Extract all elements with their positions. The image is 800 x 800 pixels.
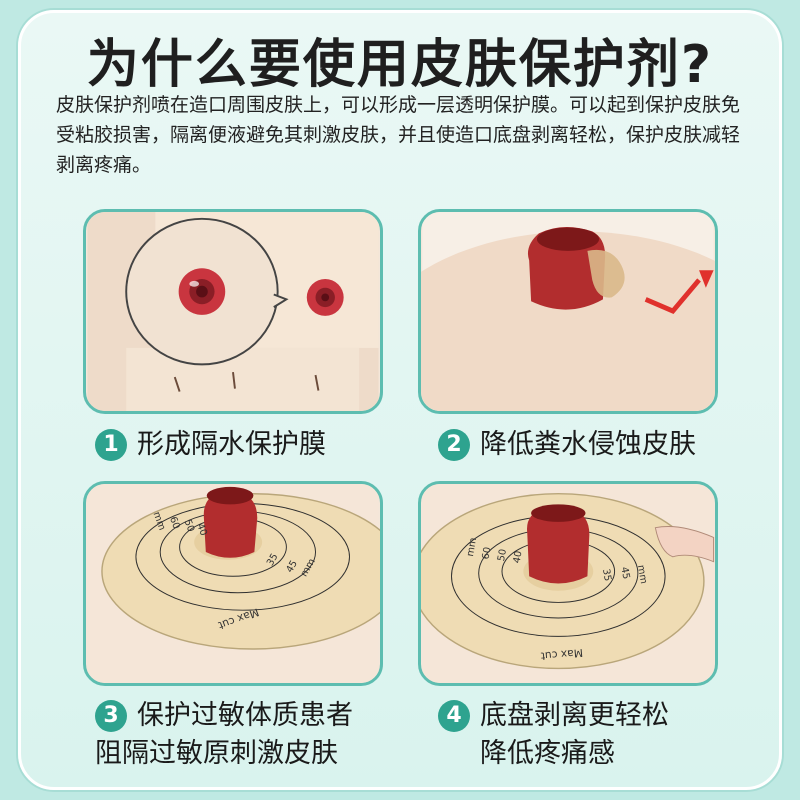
caption-line: 保护过敏体质患者 bbox=[137, 700, 353, 731]
illustration-easy-peel: mm 60 50 40 35 45 mm Max cut bbox=[418, 481, 718, 686]
allergy-illustration: mm 60 50 40 35 45 mm Max cut bbox=[87, 484, 380, 683]
wafer-max-cut-label-2: Max cut bbox=[540, 646, 583, 663]
wafer-size-45: 45 bbox=[284, 559, 300, 575]
caption-3: 3 保护过敏体质患者 阻隔过敏原刺激皮肤 bbox=[95, 697, 353, 773]
wafer-size-40: 40 bbox=[194, 522, 209, 537]
wafer-size-60: 60 bbox=[167, 515, 182, 530]
wafer-size-50-2: 50 bbox=[496, 548, 509, 562]
wafer-size-35: 35 bbox=[265, 552, 281, 568]
caption-line: 阻隔过敏原刺激皮肤 bbox=[95, 738, 338, 769]
page-title: 为什么要使用皮肤保护剂? bbox=[86, 35, 714, 95]
wafer-unit-label-2: mm bbox=[465, 537, 479, 557]
caption-line: 形成隔水保护膜 bbox=[137, 429, 326, 460]
film-illustration bbox=[87, 212, 379, 411]
caption-4: 4 底盘剥离更轻松 降低疼痛感 bbox=[438, 697, 669, 773]
wafer-size-60-2: 60 bbox=[481, 546, 494, 560]
wafer-size-45-2: 45 bbox=[618, 566, 631, 580]
step-number-badge: 4 bbox=[438, 700, 470, 732]
wafer-unit-label-right-2: mm bbox=[635, 564, 649, 584]
erosion-illustration bbox=[421, 212, 715, 411]
caption-2: 2 降低粪水侵蚀皮肤 bbox=[438, 426, 696, 464]
step-number-badge: 2 bbox=[438, 429, 470, 461]
step-number-badge: 3 bbox=[95, 700, 127, 732]
caption-1: 1 形成隔水保护膜 bbox=[95, 426, 326, 464]
illustration-protective-film bbox=[83, 209, 383, 414]
caption-line: 降低疼痛感 bbox=[480, 738, 615, 769]
wafer-size-35-2: 35 bbox=[600, 568, 613, 582]
step-number-badge: 1 bbox=[95, 429, 127, 461]
illustration-allergy-protection: mm 60 50 40 35 45 mm Max cut bbox=[83, 481, 383, 686]
caption-line: 底盘剥离更轻松 bbox=[480, 700, 669, 731]
wafer-size-40-2: 40 bbox=[512, 550, 525, 564]
illustration-reduce-erosion bbox=[418, 209, 718, 414]
caption-line: 降低粪水侵蚀皮肤 bbox=[480, 429, 696, 460]
intro-text: 皮肤保护剂喷在造口周围皮肤上，可以形成一层透明保护膜。可以起到保护皮肤免受粘胶损… bbox=[56, 94, 741, 176]
peel-illustration: mm 60 50 40 35 45 mm Max cut bbox=[421, 484, 715, 683]
wafer-size-50: 50 bbox=[182, 518, 197, 533]
